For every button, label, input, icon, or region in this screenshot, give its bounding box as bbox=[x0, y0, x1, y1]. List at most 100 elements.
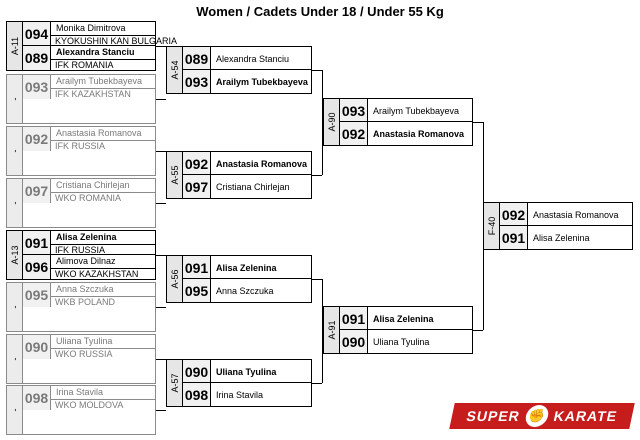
competitor-name: Alisa Zelenina bbox=[373, 313, 434, 324]
competitor-slot[interactable]: 096 Alimova Dilnaz WKO KAZAKHSTAN bbox=[23, 254, 155, 279]
bracket-connector bbox=[156, 410, 166, 411]
competitor-slot[interactable]: 094 Monika Dimitrova KYOKUSHIN KAN BULGA… bbox=[23, 22, 177, 46]
competitor-number: 098 bbox=[183, 383, 211, 406]
competitor-number: 091 bbox=[183, 256, 211, 279]
competitor-slot[interactable]: 091 Alisa Zelenina bbox=[500, 225, 632, 249]
bout-a-11[interactable]: A-11 094 Monika Dimitrova KYOKUSHIN KAN … bbox=[6, 21, 177, 71]
bye-entry[interactable]: - 098 Irina Stavila WKO MOLDOVA bbox=[6, 385, 156, 435]
competitor-name: Arailym Tubekbayeva bbox=[56, 76, 143, 86]
competitor-name: Uliana Tyulina bbox=[56, 336, 113, 346]
fist-icon: ✊ bbox=[523, 405, 551, 427]
competitor-slot[interactable]: 090 Uliana Tyulina WKO RUSSIA bbox=[23, 335, 155, 359]
bout-a-55[interactable]: A-55 092 Anastasia Romanova 097 Cristian… bbox=[166, 151, 312, 199]
bye-entry[interactable]: - 093 Arailym Tubekbayeva IFK KAZAKHSTAN bbox=[6, 74, 156, 124]
competitor-number: 097 bbox=[183, 175, 211, 198]
bout-label: F-40 bbox=[484, 203, 500, 249]
bout-a-54[interactable]: A-54 089 Alexandra Stanciu 093 Arailym T… bbox=[166, 46, 312, 94]
competitor-name: Alexandra Stanciu bbox=[56, 47, 135, 57]
competitor-slot[interactable]: 091 Alisa Zelenina bbox=[183, 256, 311, 279]
competitor-number: 093 bbox=[183, 70, 211, 93]
bracket-connector bbox=[156, 99, 166, 100]
competitor-number: 091 bbox=[23, 231, 51, 255]
bye-entry[interactable]: - 090 Uliana Tyulina WKO RUSSIA bbox=[6, 334, 156, 384]
bracket-connector bbox=[312, 70, 322, 71]
competitor-name: Cristiana Chirlejan bbox=[56, 180, 130, 190]
bout-label: - bbox=[7, 335, 23, 383]
bye-entry[interactable]: - 097 Cristiana Chirlejan WKO ROMANIA bbox=[6, 178, 156, 228]
competitor-number: 092 bbox=[23, 127, 51, 151]
competitor-slot[interactable]: 097 Cristiana Chirlejan WKO ROMANIA bbox=[23, 179, 155, 203]
competitor-name: Alisa Zelenina bbox=[216, 262, 277, 273]
bout-label: A-90 bbox=[324, 99, 340, 145]
competitor-slot[interactable]: 092 Anastasia Romanova bbox=[500, 203, 632, 226]
competitor-number: 096 bbox=[23, 255, 51, 279]
competitor-number: 093 bbox=[340, 99, 368, 122]
competitor-slot[interactable]: 092 Anastasia Romanova IFK RUSSIA bbox=[23, 127, 155, 151]
competitor-club: IFK RUSSIA bbox=[51, 140, 155, 151]
competitor-slot[interactable]: 093 Arailym Tubekbayeva bbox=[183, 69, 311, 93]
competitor-slot[interactable]: 093 Arailym Tubekbayeva IFK KAZAKHSTAN bbox=[23, 75, 155, 99]
competitor-slot[interactable]: 097 Cristiana Chirlejan bbox=[183, 174, 311, 198]
competitor-number: 092 bbox=[183, 152, 211, 175]
competitor-name: Monika Dimitrova bbox=[56, 23, 126, 33]
competitor-number: 094 bbox=[23, 22, 51, 46]
competitor-number: 095 bbox=[183, 279, 211, 302]
competitor-slot[interactable]: 098 Irina Stavila bbox=[183, 382, 311, 406]
bout-f-40[interactable]: F-40 092 Anastasia Romanova 091 Alisa Ze… bbox=[483, 202, 633, 250]
competitor-slot[interactable]: 095 Anna Szczuka bbox=[183, 278, 311, 302]
competitor-name: Anna Szczuka bbox=[216, 285, 274, 296]
competitor-club: WKO KAZAKHSTAN bbox=[51, 268, 155, 279]
bout-label: A-11 bbox=[7, 22, 23, 70]
bout-label: - bbox=[7, 283, 23, 331]
bracket-connector bbox=[156, 359, 166, 360]
bout-label: A-55 bbox=[167, 152, 183, 198]
competitor-name: Anastasia Romanova bbox=[56, 128, 142, 138]
competitor-club: WKO MOLDOVA bbox=[51, 399, 155, 410]
competitor-name: Arailym Tubekbayeva bbox=[373, 105, 460, 116]
competitor-number: 092 bbox=[500, 203, 528, 226]
competitor-name: Anastasia Romanova bbox=[373, 128, 465, 139]
bout-label: A-57 bbox=[167, 360, 183, 406]
bout-label: A-91 bbox=[324, 307, 340, 353]
competitor-slot[interactable]: 092 Anastasia Romanova bbox=[340, 121, 472, 145]
bout-a-56[interactable]: A-56 091 Alisa Zelenina 095 Anna Szczuka bbox=[166, 255, 312, 303]
competitor-slot[interactable]: 090 Uliana Tyulina bbox=[183, 360, 311, 383]
logo-text-right: KARATE bbox=[552, 408, 619, 424]
competitor-club: WKO RUSSIA bbox=[51, 348, 155, 359]
logo-text-left: SUPER bbox=[465, 408, 522, 424]
competitor-name: Uliana Tyulina bbox=[373, 336, 430, 347]
bracket-connector bbox=[156, 307, 166, 308]
page-title: Women / Cadets Under 18 / Under 55 Kg bbox=[196, 4, 444, 19]
competitor-slot[interactable]: 090 Uliana Tyulina bbox=[340, 329, 472, 353]
bout-label: A-54 bbox=[167, 47, 183, 93]
competitor-name: Irina Stavila bbox=[216, 389, 264, 400]
competitor-number: 090 bbox=[340, 330, 368, 353]
competitor-name: Anastasia Romanova bbox=[216, 158, 308, 169]
bracket-connector bbox=[156, 255, 166, 256]
competitor-club: IFK ROMANIA bbox=[51, 59, 155, 70]
competitor-slot[interactable]: 092 Anastasia Romanova bbox=[183, 152, 311, 175]
bout-a-91[interactable]: A-91 091 Alisa Zelenina 090 Uliana Tyuli… bbox=[323, 306, 473, 354]
competitor-slot[interactable]: 089 Alexandra Stanciu IFK ROMANIA bbox=[23, 45, 155, 70]
competitor-slot[interactable]: 093 Arailym Tubekbayeva bbox=[340, 99, 472, 122]
competitor-name: Arailym Tubekbayeva bbox=[216, 76, 308, 87]
competitor-name: Alisa Zelenina bbox=[56, 232, 117, 242]
bracket-connector bbox=[312, 383, 322, 384]
competitor-name: Anna Szczuka bbox=[56, 284, 114, 294]
competitor-club: IFK RUSSIA bbox=[51, 244, 155, 255]
competitor-slot[interactable]: 095 Anna Szczuka WKB POLAND bbox=[23, 283, 155, 307]
bout-a-90[interactable]: A-90 093 Arailym Tubekbayeva 092 Anastas… bbox=[323, 98, 473, 146]
bout-a-57[interactable]: A-57 090 Uliana Tyulina 098 Irina Stavil… bbox=[166, 359, 312, 407]
competitor-slot[interactable]: 089 Alexandra Stanciu bbox=[183, 47, 311, 70]
competitor-name: Irina Stavila bbox=[56, 387, 104, 397]
bye-entry[interactable]: - 095 Anna Szczuka WKB POLAND bbox=[6, 282, 156, 332]
bye-entry[interactable]: - 092 Anastasia Romanova IFK RUSSIA bbox=[6, 126, 156, 176]
competitor-slot[interactable]: 091 Alisa Zelenina bbox=[340, 307, 472, 330]
competitor-number: 090 bbox=[23, 335, 51, 359]
competitor-slot[interactable]: 098 Irina Stavila WKO MOLDOVA bbox=[23, 386, 155, 410]
bracket-connector bbox=[322, 70, 323, 175]
competitor-number: 098 bbox=[23, 386, 51, 410]
competitor-club: WKB POLAND bbox=[51, 296, 155, 307]
bout-a-13[interactable]: A-13 091 Alisa Zelenina IFK RUSSIA 096 A… bbox=[6, 230, 156, 280]
competitor-slot[interactable]: 091 Alisa Zelenina IFK RUSSIA bbox=[23, 231, 155, 255]
